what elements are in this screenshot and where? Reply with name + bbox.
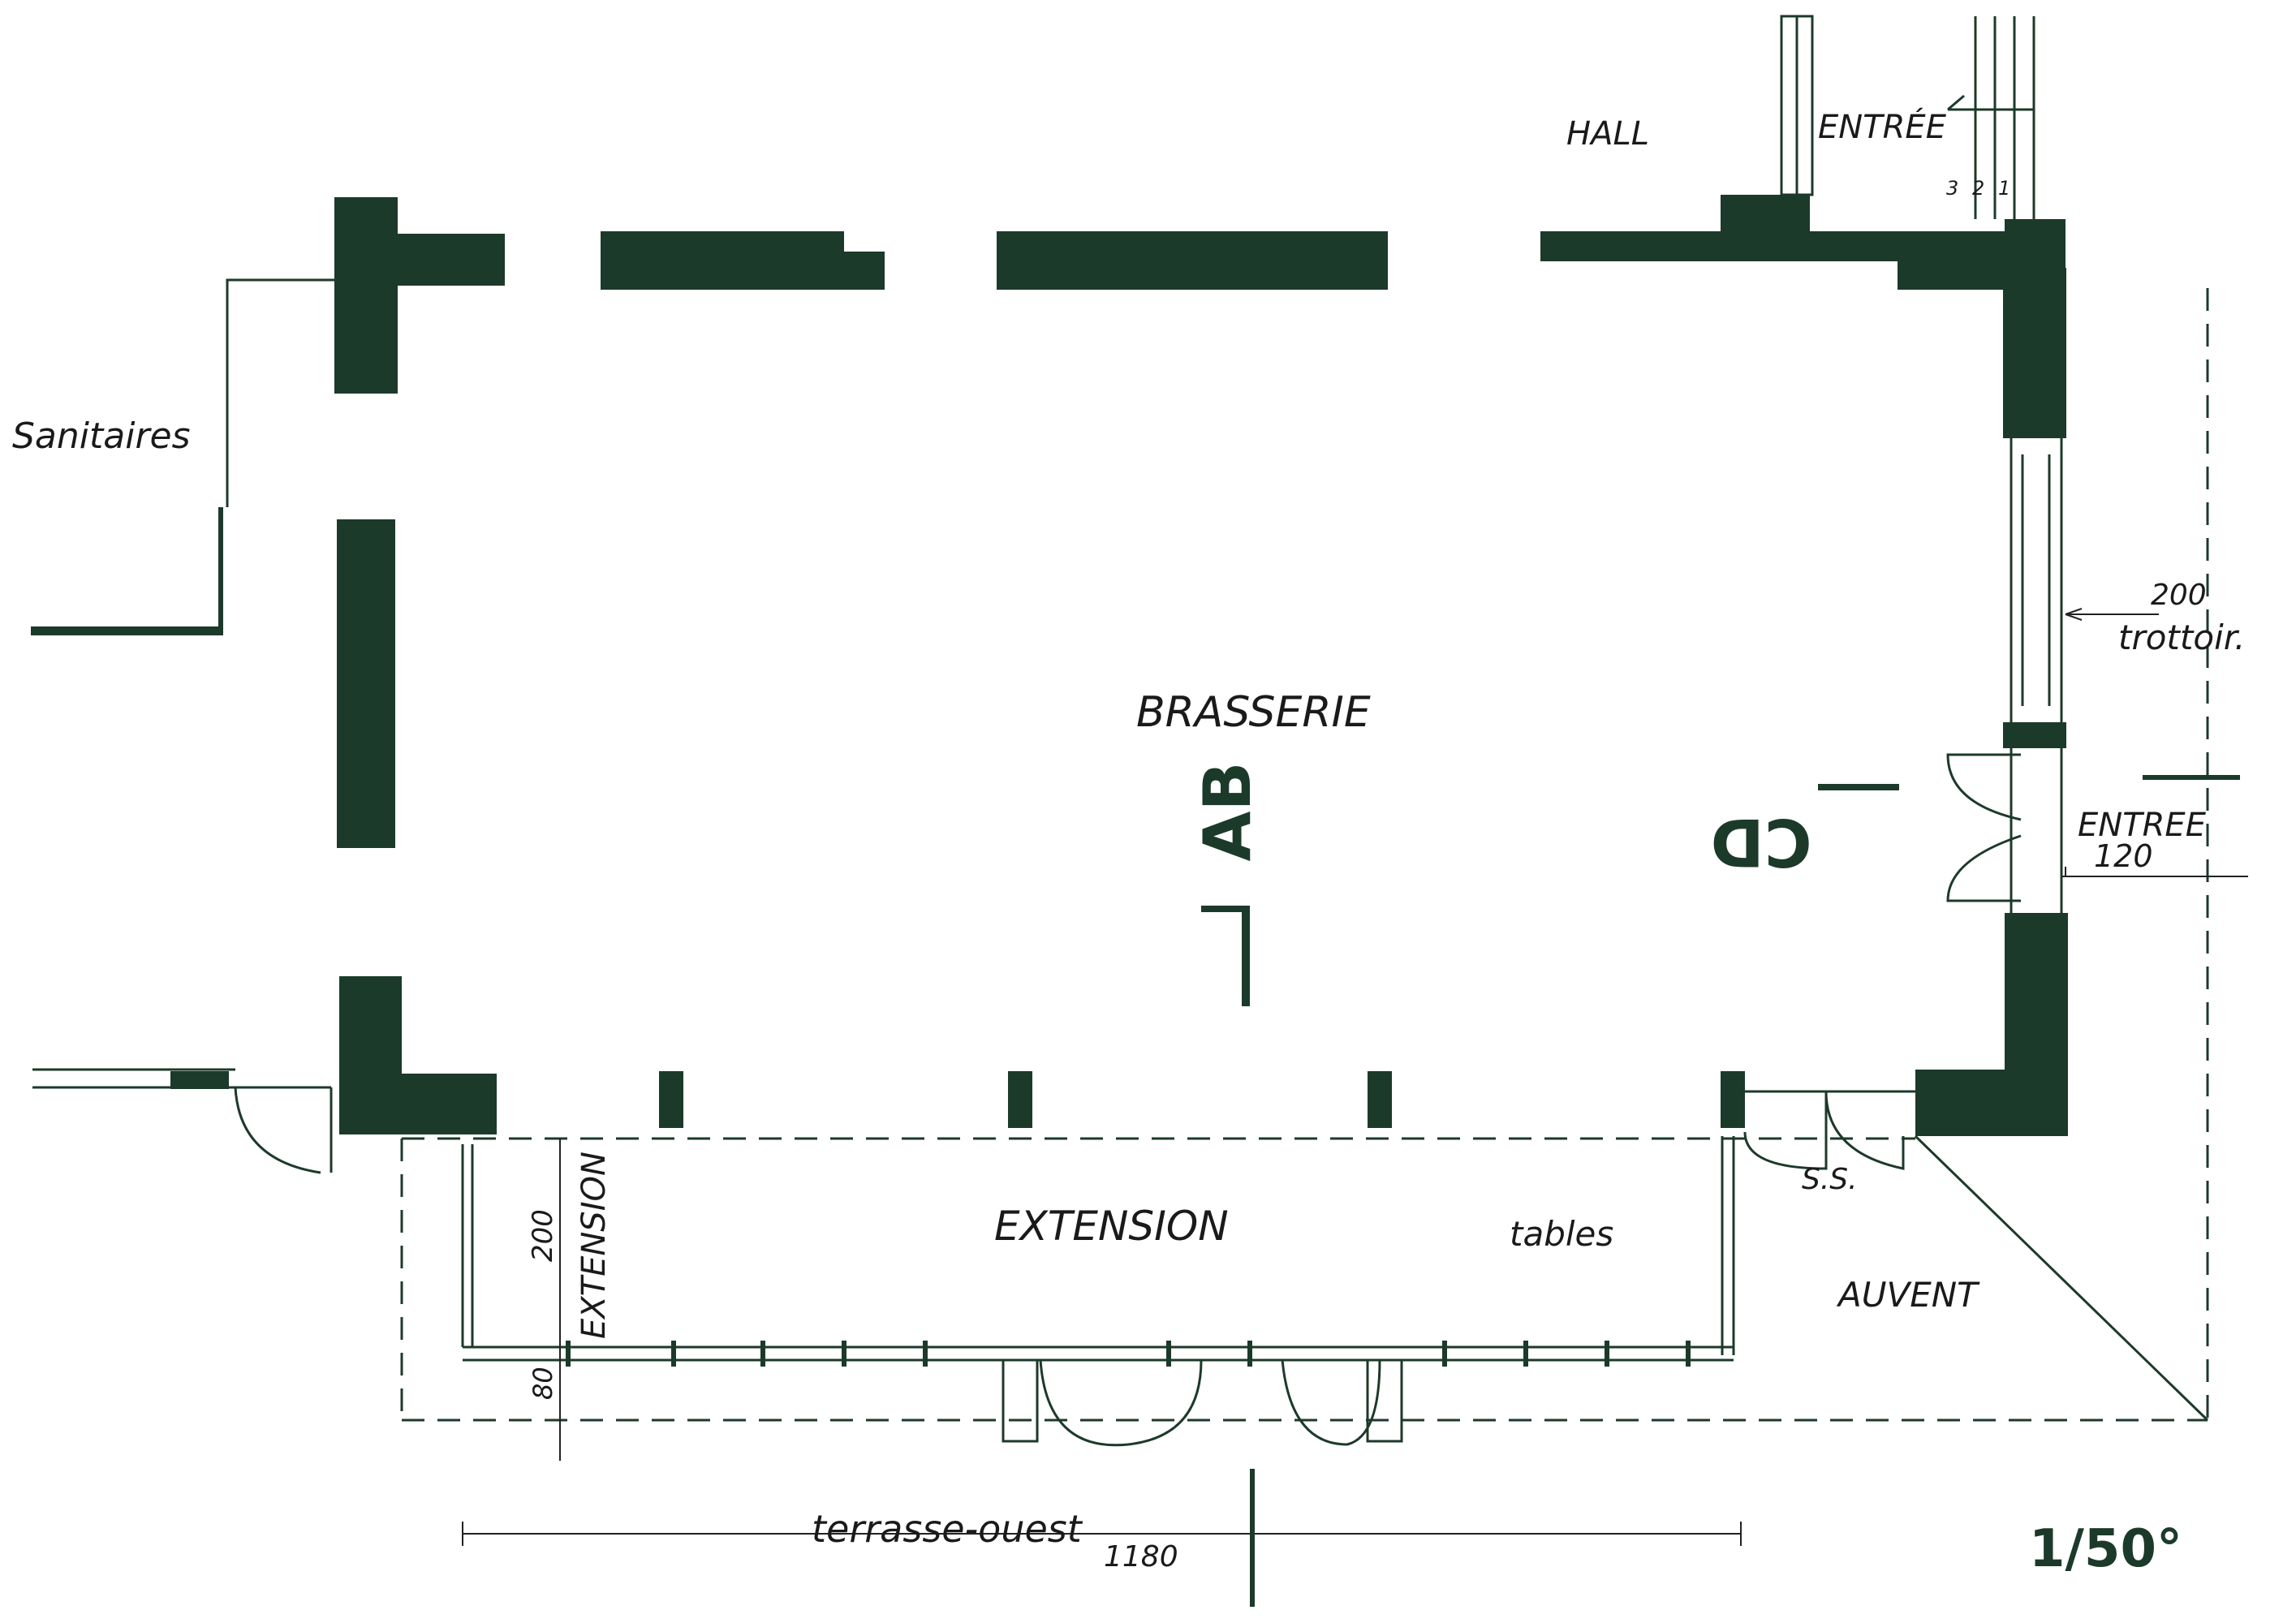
labels: HALL ENTRÉE Sanitaires BRASSERIE EXTENSI… (12, 107, 2246, 1579)
entry-arrow (1947, 94, 2034, 111)
wall-right-upper (2003, 268, 2066, 438)
tables-label: tables (1510, 1214, 1613, 1254)
entry-door-swing-top (1946, 753, 2022, 821)
pillar-1 (659, 1071, 683, 1128)
wall-left-mid (337, 519, 395, 848)
extension-mullions (566, 1341, 1691, 1367)
hall-label: HALL (1566, 115, 1649, 153)
terrace-door-2 (1281, 1359, 1381, 1446)
wall-top-segment-1 (601, 231, 844, 290)
right-facade (1946, 438, 2063, 913)
sanitaires-outline (31, 278, 334, 635)
wall-right-lower (1915, 913, 2068, 1136)
sanitaires-label: Sanitaires (12, 415, 191, 457)
extension-depth-label: 200 (527, 1209, 559, 1262)
wall-top-segment-2 (997, 231, 1388, 290)
walls (334, 195, 2068, 1136)
top-entry (1780, 15, 2035, 219)
extension-outline (400, 288, 2209, 1447)
terrace-door-1 (1039, 1359, 1203, 1447)
wall-top-segment-1b (836, 252, 885, 290)
extension-label: EXTENSION (994, 1203, 1229, 1250)
pillar-3 (1368, 1071, 1392, 1128)
pillar-4 (1721, 1071, 1745, 1128)
auvent-label: AUVENT (1836, 1275, 1980, 1315)
section-mark-cd[interactable]: CD (1710, 784, 1899, 880)
section-mark-ab-label: AB (1190, 762, 1265, 862)
entree-width-label: 120 (2094, 838, 2153, 874)
entree-right-label: ENTREE (2078, 807, 2207, 844)
offset-80-label: 80 (528, 1367, 558, 1400)
stair-step-2: 2 (1972, 177, 1984, 200)
wall-top-right (1540, 195, 2066, 290)
total-length-label: 1180 (1104, 1540, 1178, 1573)
entree-top-label: ENTRÉE (1818, 107, 1947, 146)
pillar-2 (1008, 1071, 1032, 1128)
ss-label: S.S. (1802, 1163, 1858, 1196)
trottoir-width-label: 200 (2151, 579, 2207, 612)
entry-door-swing-bottom (1946, 834, 2022, 902)
terrasse-label: terrasse-ouest (812, 1507, 1083, 1551)
wall-left-bottom (339, 976, 497, 1134)
section-mark-ab[interactable]: AB (1190, 762, 1265, 1006)
stair-step-1: 1 (1998, 177, 2010, 200)
wall-right-mid (2003, 722, 2066, 748)
wall-top-left-corner (334, 197, 505, 394)
scale-label: 1/50° (2029, 1519, 2182, 1579)
stair-step-3: 3 (1946, 177, 1958, 200)
extension-vertical-label: EXTENSION (575, 1152, 613, 1339)
dimension-lines (462, 608, 2248, 1607)
left-door (32, 1068, 333, 1174)
brasserie-label: BRASSERIE (1136, 688, 1371, 737)
section-mark-cd-label: CD (1710, 804, 1811, 880)
trottoir-label: trottoir. (2118, 618, 2246, 657)
